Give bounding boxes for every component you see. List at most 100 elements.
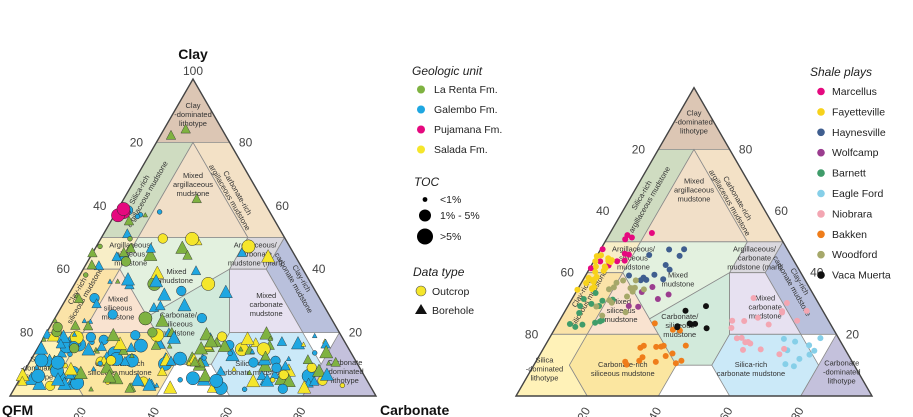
zone-label-line: carbonate mudstone (217, 368, 285, 377)
data-point (741, 318, 748, 324)
data-point (70, 319, 81, 330)
data-point (627, 285, 634, 292)
zone-label-line: siliceous mudstone (591, 369, 655, 378)
zone-label-line: mudstone (749, 312, 782, 321)
data-point (803, 307, 810, 314)
data-point (157, 287, 172, 301)
zone-label-line: carbonate (250, 300, 283, 309)
data-point (654, 296, 661, 302)
data-point (311, 332, 318, 338)
data-point (276, 336, 288, 346)
data-point (71, 331, 78, 337)
data-point (204, 334, 219, 348)
legend-play-label: Marcellus (832, 86, 877, 98)
data-point (163, 380, 178, 394)
legend-swatch (817, 230, 825, 239)
data-point (142, 212, 149, 218)
data-point (794, 317, 801, 324)
data-point (134, 338, 148, 353)
zone-label-line: Silica-rich (735, 360, 768, 369)
left-data-points (15, 123, 346, 395)
data-point (792, 338, 799, 345)
data-point (692, 320, 699, 327)
zone-label-line: Carbonate/ (661, 312, 699, 321)
data-point (189, 356, 201, 367)
data-point (52, 322, 63, 333)
data-point (165, 355, 177, 366)
data-point (646, 252, 653, 258)
data-point (300, 341, 307, 347)
legend-play-label: Wolfcamp (832, 147, 879, 159)
zone-label-line: carbonate (239, 250, 272, 259)
zone-label-line: mudstone (102, 312, 135, 321)
data-point (107, 309, 118, 320)
data-point (261, 249, 276, 263)
data-point (312, 363, 326, 377)
data-point (130, 372, 145, 386)
data-point (123, 215, 135, 226)
data-point (126, 342, 137, 352)
legend-swatch (817, 128, 825, 137)
legend-toc-marker (422, 197, 428, 202)
data-point (651, 271, 658, 278)
tick-top: 100 (183, 64, 203, 78)
data-point (86, 259, 97, 270)
data-point (215, 365, 226, 376)
data-point (88, 386, 94, 392)
data-point (180, 123, 191, 134)
data-point (302, 354, 314, 364)
data-point (227, 350, 233, 356)
legend-outcrop-marker (415, 285, 427, 297)
data-point (96, 341, 107, 351)
zone-label-line: Mixed (684, 177, 704, 186)
data-point (665, 291, 672, 298)
data-point (116, 202, 131, 216)
data-point (147, 327, 158, 338)
data-point (666, 266, 673, 273)
legend-swatch (817, 271, 825, 279)
zone-label-line: Argillaceous/ (234, 241, 278, 250)
data-point (236, 247, 248, 257)
legend-toc-marker (417, 228, 433, 245)
data-point (278, 369, 289, 380)
data-point (190, 265, 202, 275)
legend-play-label: Woodford (832, 249, 877, 261)
data-point (703, 303, 709, 310)
data-point (125, 242, 136, 253)
data-point (201, 277, 216, 291)
data-point (574, 286, 581, 293)
data-point (592, 290, 599, 296)
data-point (653, 343, 660, 350)
data-point (682, 342, 689, 349)
tick-bottom: 80 (290, 404, 309, 417)
tick-left: 60 (57, 262, 71, 276)
legend-toc-marker (419, 209, 431, 222)
tick-left: 20 (130, 135, 144, 149)
data-point (41, 336, 47, 342)
data-point (635, 303, 642, 310)
data-point (747, 340, 754, 347)
data-point (632, 277, 639, 284)
data-point (52, 317, 58, 323)
data-point (51, 355, 65, 370)
zone-label-line: siliceous (104, 303, 133, 312)
data-point (806, 351, 813, 358)
legend-swatch (417, 85, 425, 94)
data-point (100, 360, 114, 374)
zone-label-line: lithotype (680, 127, 708, 136)
zone-label-line: Mixed (167, 267, 187, 276)
data-point (779, 308, 786, 315)
data-point (640, 286, 647, 293)
data-point (246, 369, 253, 375)
legend-borehole-label: Borehole (432, 305, 474, 317)
data-point (91, 298, 102, 308)
data-point (674, 323, 681, 330)
data-point (600, 267, 607, 274)
